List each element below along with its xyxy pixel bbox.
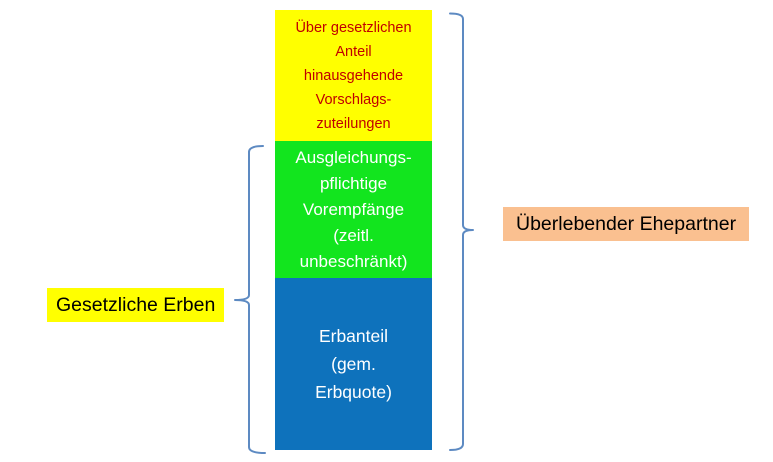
segment-text-line: Über gesetzlichen [295, 19, 412, 36]
segment-text-line: Anteil [335, 43, 372, 60]
segment-text-line: Ausgleichungs- [295, 147, 412, 167]
segment-text-line: Erbanteil [318, 326, 389, 346]
segment-text-line: Vorempfänge [302, 199, 405, 219]
right-brace [449, 12, 474, 451]
segment-text-line: pflichtige [319, 173, 388, 193]
left-brace [234, 145, 266, 454]
segment-text-line: (gem. [331, 354, 376, 374]
segment-vorschlagszuteilungen: Über gesetzlichen Anteil hinausgehende V… [275, 10, 432, 141]
segment-erbanteil: Erbanteil (gem. Erbquote) [275, 278, 432, 450]
segment-text-line: Vorschlags- [315, 91, 392, 108]
label-ueberlebender-ehepartner: Überlebender Ehepartner [503, 207, 750, 241]
segment-text-line: Erbquote) [315, 382, 392, 402]
stacked-column: Über gesetzlichen Anteil hinausgehende V… [275, 10, 432, 450]
segment-vorempfaenge: Ausgleichungs- pflichtige Vorempfänge (z… [275, 141, 432, 278]
segment-text-line: (zeitl. [333, 225, 374, 245]
segment-text-line: unbeschränkt) [299, 251, 408, 271]
label-gesetzliche-erben: Gesetzliche Erben [47, 288, 225, 322]
segment-text-line: hinausgehende [303, 67, 404, 84]
segment-text-line: zuteilungen [316, 115, 391, 132]
